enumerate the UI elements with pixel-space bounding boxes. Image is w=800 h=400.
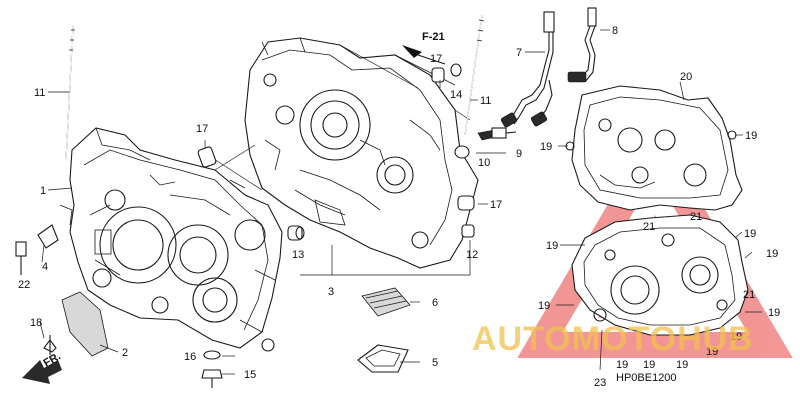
cover-gasket	[571, 214, 749, 336]
callout-1: 1	[40, 185, 46, 197]
left-crankcase	[69, 127, 283, 352]
callout-7: 7	[516, 47, 522, 59]
forward-arrow: FR.	[22, 350, 63, 384]
callout-6: 6	[432, 297, 438, 309]
callout-19-a: 19	[745, 130, 757, 142]
front-marker-label: F-21	[422, 31, 445, 43]
callout-19-b: 19	[540, 141, 552, 153]
left-crankcase-edge	[59, 204, 73, 226]
callout-labels: 11 1 2 3 4 5 6 7 8 9 10 11 12 13 14 15 1…	[18, 25, 780, 389]
leader-lines	[39, 29, 762, 375]
callout-11-right: 11	[480, 95, 491, 107]
watermark-text: AUTOMOTOHUB	[472, 320, 754, 358]
callout-21-b: 21	[690, 211, 702, 223]
callout-21-a: 21	[643, 221, 655, 233]
callout-14: 14	[450, 89, 462, 101]
front-marker: F-21	[402, 31, 446, 65]
callout-17-left: 17	[196, 123, 208, 135]
small-components-bottom	[15, 224, 223, 388]
callout-19-l: 19	[730, 331, 742, 343]
right-crankcase	[244, 37, 479, 269]
callout-16: 16	[184, 351, 196, 363]
stud-bolt-left	[65, 24, 75, 161]
small-parts	[197, 63, 475, 241]
right-crankcase-cover	[565, 85, 743, 211]
callout-19-c: 19	[546, 240, 558, 252]
callout-3: 3	[328, 286, 334, 298]
callout-13: 13	[292, 249, 304, 261]
callout-22: 22	[18, 279, 30, 291]
sensor-and-hoses	[477, 7, 597, 141]
callout-19-i: 19	[643, 359, 655, 371]
callout-19-j: 19	[676, 359, 688, 371]
callout-19-k: 19	[706, 346, 718, 358]
callout-20: 20	[680, 71, 692, 83]
callout-12: 12	[466, 249, 478, 261]
callout-11-left: 11	[34, 87, 45, 99]
stud-bolt-right	[464, 14, 485, 136]
callout-17-right: 17	[490, 199, 502, 211]
callout-21-c: 21	[743, 289, 755, 301]
oil-strainer-screens	[357, 287, 411, 373]
callout-19-d: 19	[744, 228, 756, 240]
callout-2: 2	[122, 347, 128, 359]
callout-19-h: 19	[616, 359, 628, 371]
callout-9: 9	[516, 148, 522, 160]
callout-19-e: 19	[766, 248, 778, 260]
callout-10: 10	[478, 157, 490, 169]
callout-8: 8	[612, 25, 618, 37]
callout-15: 15	[244, 369, 256, 381]
callout-5: 5	[432, 357, 438, 369]
callout-23: 23	[594, 377, 606, 389]
callout-17-top: 17	[430, 53, 442, 65]
callout-4: 4	[42, 261, 48, 273]
callout-19-g: 19	[768, 307, 780, 319]
callout-19-f: 19	[538, 300, 550, 312]
callout-18: 18	[30, 317, 42, 329]
guide-lines	[199, 44, 471, 191]
diagram-code: HP0BE1200	[616, 372, 677, 384]
